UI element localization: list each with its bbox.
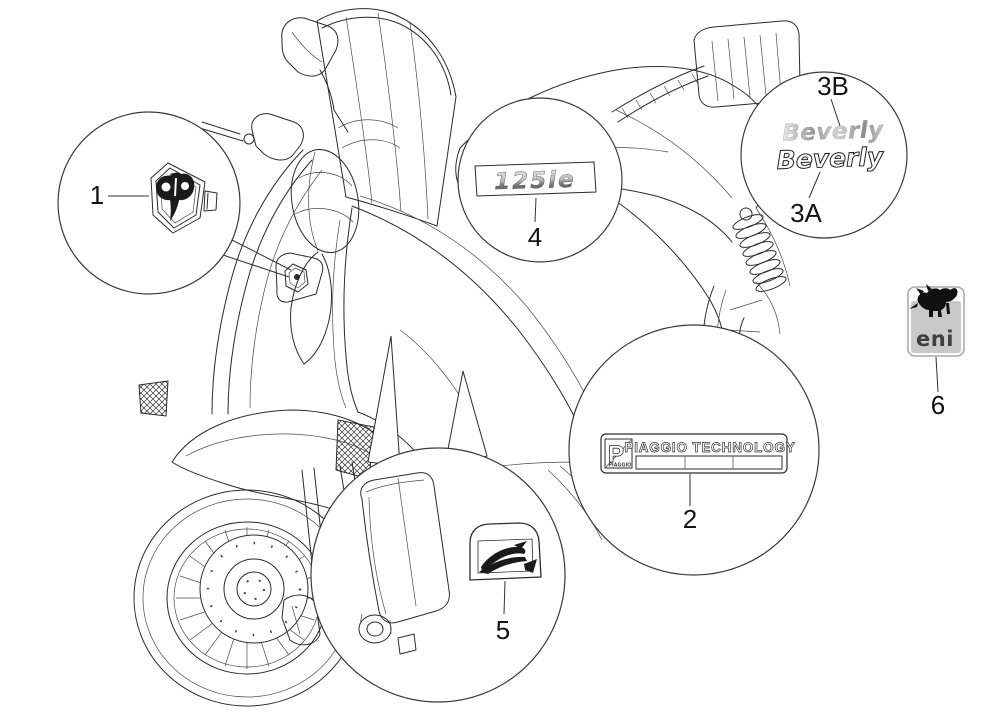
callout-3-beverly-logos: 3B Beverly Beverly 3A	[740, 71, 908, 239]
beverly-logo-gradient: Beverly	[782, 117, 885, 147]
eni-logo-text: eni	[916, 327, 954, 351]
callout-number-3b: 3B	[817, 71, 849, 101]
front-wheel	[133, 489, 361, 707]
beverly-logo-outline: Beverly	[776, 142, 885, 175]
shield-mini-emblem-icon	[294, 274, 300, 280]
technology-logo-caption: PIAGGIO	[609, 463, 632, 469]
model-badge: 125ie	[474, 161, 597, 197]
vent-grille-left	[138, 380, 169, 417]
brake-disc	[199, 534, 309, 644]
technology-logo-letter: P	[608, 441, 624, 468]
brake-caliper	[281, 594, 321, 646]
technology-label: P PIAGGIO PIAGGIO TECHNOLOGY	[600, 433, 795, 474]
brake-lever	[201, 121, 255, 145]
piaggio-hexagon-emblem-icon	[150, 162, 218, 234]
side-cover-emblem-icon	[479, 541, 537, 574]
callout-4-model-badge: 125ie 4	[457, 97, 623, 263]
callout-1-pointer-lines	[216, 235, 292, 278]
callout-2-technology-label: P PIAGGIO PIAGGIO TECHNOLOGY 2	[568, 324, 820, 576]
front-shield	[138, 149, 375, 480]
leader-line-3b	[830, 98, 841, 127]
callout-number-4: 4	[528, 222, 542, 252]
left-mirror	[281, 17, 349, 133]
leader-line-6	[935, 356, 939, 393]
callout-5-spike	[367, 335, 401, 467]
model-badge-text: 125ie	[494, 167, 576, 195]
callout-1-piaggio-emblem: 1	[57, 111, 241, 295]
callout-number-1: 1	[90, 180, 104, 210]
callout-number-5: 5	[496, 615, 510, 645]
rear-shock-absorber	[732, 207, 787, 292]
callout-number-2: 2	[683, 504, 697, 534]
windshield	[316, 8, 457, 227]
callout-5-side-cover: 5	[310, 447, 566, 703]
headlight	[290, 148, 360, 254]
callout-number-3a: 3A	[790, 198, 822, 228]
side-cover-part	[358, 472, 450, 655]
handlebar-grip	[251, 113, 401, 161]
leader-line-4	[534, 197, 537, 223]
eni-sticker: eni 6	[907, 284, 965, 420]
callout-number-6: 6	[931, 390, 945, 420]
side-cover-badge	[469, 522, 542, 581]
technology-title: PIAGGIO TECHNOLOGY	[624, 440, 795, 455]
eni-six-legged-dog-icon	[909, 284, 958, 317]
leader-line-3a	[808, 171, 821, 199]
leader-line-5	[503, 580, 506, 615]
